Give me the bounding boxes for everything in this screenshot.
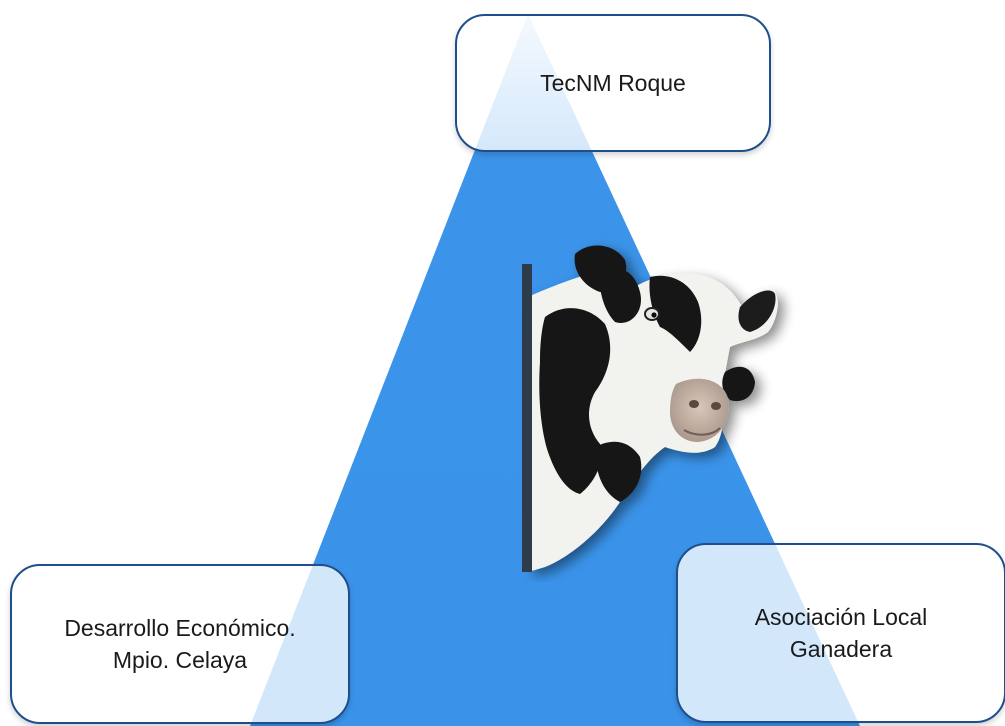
node-label-top: TecNM Roque (540, 69, 686, 96)
cow-ear-right (738, 290, 776, 332)
cow-muzzle (670, 378, 729, 442)
cow-spot-1 (539, 308, 611, 494)
node-label-right: Asociación Local Ganadera (754, 603, 928, 662)
node-tecnm-roque: TecNM Roque (455, 14, 771, 152)
cow-ear-left (574, 245, 627, 293)
cow-spot-3 (649, 275, 702, 352)
node-asociacion-ganadera: Asociación Local Ganadera (676, 543, 1005, 723)
node-desarrollo-economico: Desarrollo Económico. Mpio. Celaya (10, 564, 350, 724)
cow-peeking-icon (522, 245, 778, 572)
fence-post (522, 264, 532, 572)
cow-spot-4 (595, 441, 642, 502)
node-label-left: Desarrollo Económico. Mpio. Celaya (64, 614, 296, 673)
cow-spot-5 (722, 366, 755, 402)
